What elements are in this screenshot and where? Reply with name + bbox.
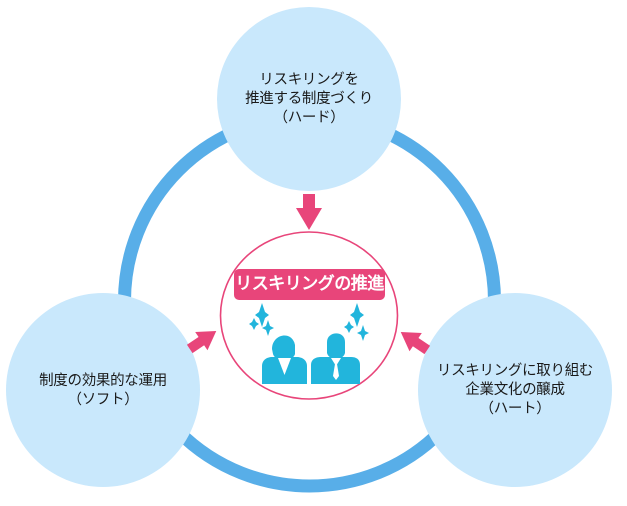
sparkle-icon: [262, 320, 274, 336]
node-top-circle: [217, 7, 401, 191]
arrow-left-to-center: [186, 331, 217, 354]
arrow-right-to-center: [400, 332, 431, 355]
sparkle-icon: [249, 318, 259, 330]
node-top-line: 推進する制度づくり: [245, 91, 373, 107]
node-top-line: リスキリングを: [259, 72, 359, 88]
node-right-label: リスキリングに取り組む 企業文化の醸成 （ハート）: [418, 362, 612, 419]
businessman-icon: [311, 333, 360, 384]
arrow-top-to-center: [296, 194, 322, 230]
sparkle-icon: [357, 325, 369, 341]
sparkle-icon: [344, 321, 354, 333]
node-top-line: （ハード）: [273, 110, 345, 126]
center-circle: [219, 231, 399, 400]
node-right-line: （ハート）: [479, 401, 551, 417]
node-left-circle: [6, 293, 200, 487]
sparkle-icon: [255, 303, 269, 327]
node-left-line: 制度の効果的な運用: [39, 373, 167, 389]
businesswoman-icon: [262, 335, 307, 384]
node-left-label: 制度の効果的な運用 （ソフト）: [6, 372, 200, 410]
node-left-line: （ソフト）: [67, 392, 139, 408]
center-label-badge: リスキリングの推進: [234, 269, 385, 300]
node-right-line: リスキリングに取り組む: [436, 363, 594, 379]
node-top-label: リスキリングを 推進する制度づくり （ハード）: [217, 71, 401, 128]
sparkle-icon: [350, 303, 364, 327]
node-right-circle: [418, 293, 612, 487]
node-right-line: 企業文化の醸成: [465, 382, 565, 398]
